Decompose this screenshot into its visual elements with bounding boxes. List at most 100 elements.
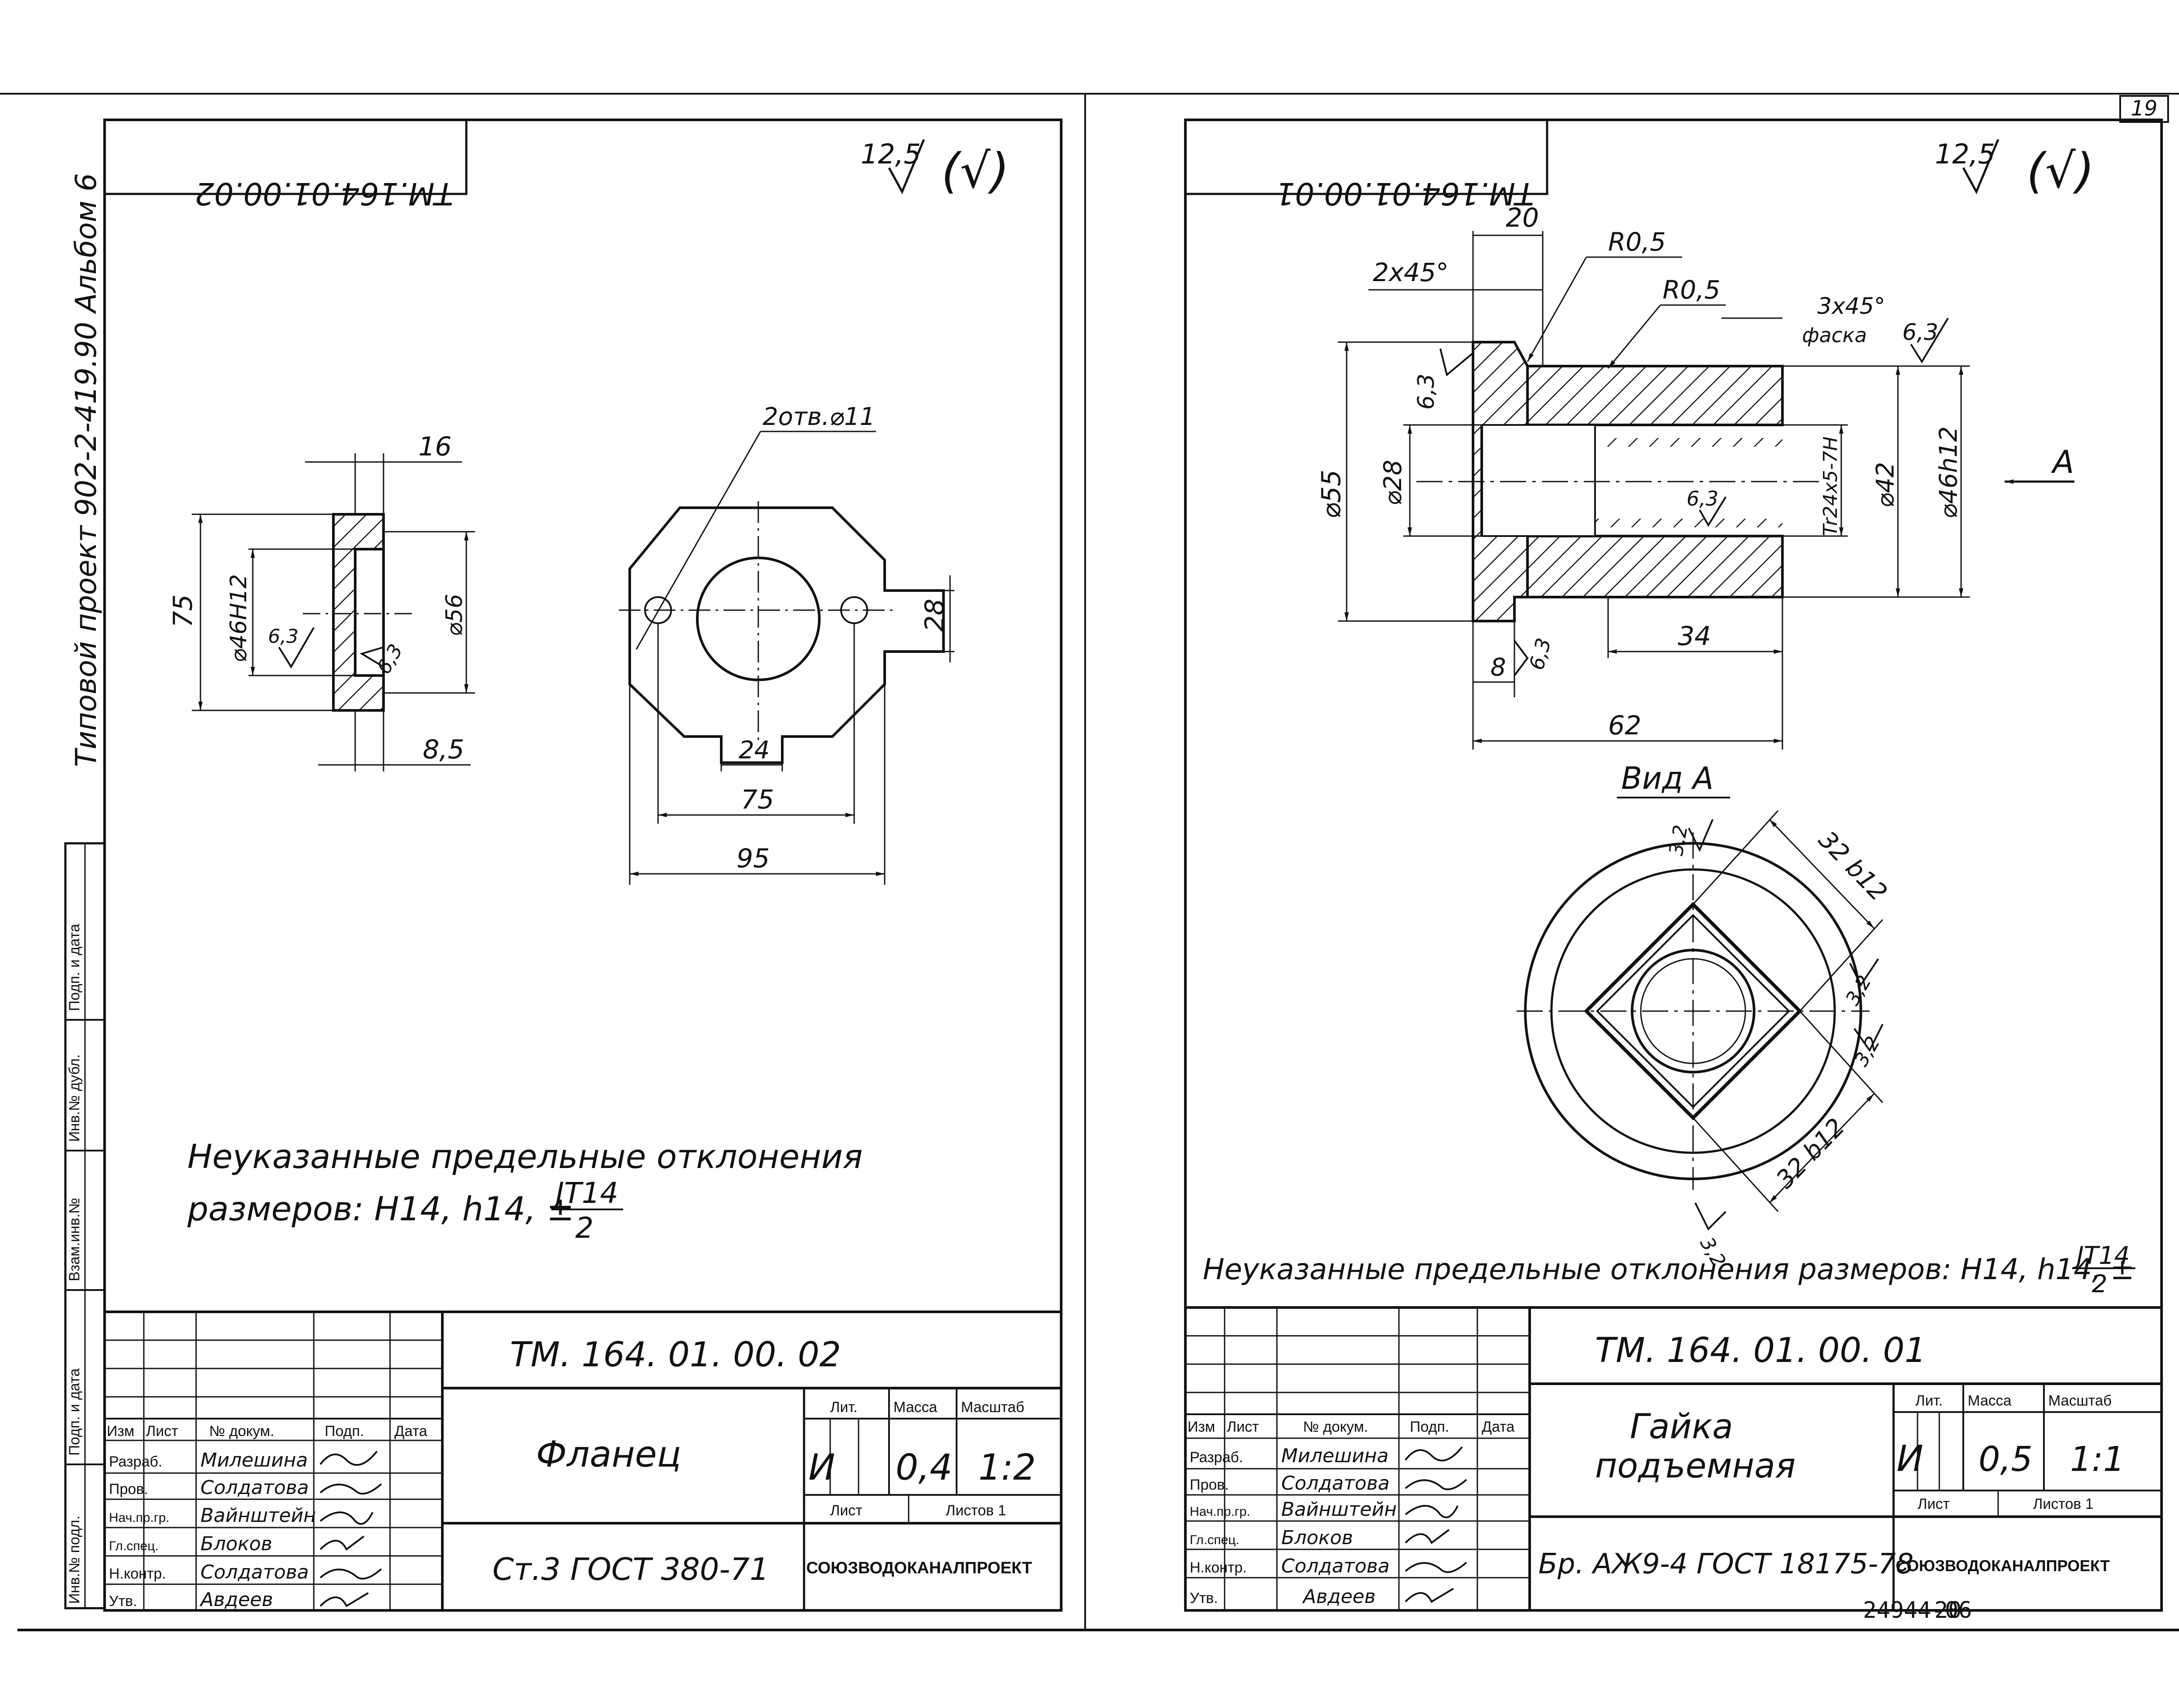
roughness-6-3: 6,3 (1413, 374, 1439, 410)
title-material: Бр. АЖ9-4 ГОСТ 18175-78 (1538, 1548, 1914, 1580)
sheet-label: Лист (830, 1502, 862, 1519)
dim-62: 62 (1608, 710, 1641, 741)
dim-r05: R0,5 (1608, 227, 1666, 257)
dim-24: 24 (739, 736, 770, 764)
sheet-number-box (2119, 95, 2169, 123)
roughness-value: 12,5 (861, 138, 921, 170)
roughness-paren: (√) (2026, 143, 2094, 199)
right-code-box (1184, 119, 1548, 195)
person-name: Милешина (200, 1449, 308, 1471)
title-code: ТМ. 164. 01. 00. 01 (1595, 1331, 1926, 1370)
view-a-marker: A (2051, 444, 2074, 480)
person-name: Авдеев (1302, 1586, 1376, 1608)
role-label: Утв. (1190, 1590, 1218, 1606)
right-roughness-general: 12,5 (√) (1935, 138, 2094, 199)
scale-label: Масштаб (2048, 1392, 2111, 1409)
lit-value: И (808, 1447, 835, 1488)
dim-od: ⌀56 (441, 594, 468, 636)
dim-34: 34 (1678, 621, 1711, 652)
note-fraction-den: 2 (2092, 1270, 2108, 1298)
person-name: Солдатова (1281, 1555, 1390, 1577)
title-name: Гайка (1630, 1407, 1733, 1447)
roughness-value: 12,5 (1935, 138, 1995, 170)
roughness-3-2: 3,2 (1850, 1032, 1884, 1070)
note-line: Неуказанные предельные отклонения размер… (1203, 1253, 2135, 1286)
col-header: № докум. (1303, 1419, 1368, 1435)
person-name: Вайнштейн (1281, 1498, 1397, 1521)
roughness-3-2: 3,2 (1841, 971, 1876, 1009)
col-header: Лист (146, 1423, 178, 1440)
person-name: Солдатова (1281, 1472, 1390, 1494)
dim-chamfer-2x45: 2x45° (1373, 258, 1449, 287)
person-name: Солдатова (200, 1561, 309, 1583)
dim-75: 75 (168, 594, 198, 628)
dim-thread: Tr24x5-7H (1819, 436, 1842, 536)
side-stamp-strip: Инв.№ подл. Подп. и дата Взам.инв.№ Инв.… (64, 842, 106, 1610)
left-title-block: Изм Лист № докум. Подп. Дата Разраб. Про… (103, 1311, 1062, 1612)
dim-chamfer-3x45: 3x45° (1817, 293, 1885, 319)
person-name: Блоков (200, 1533, 272, 1555)
dim-20: 20 (1506, 203, 1539, 233)
role-label: Гл.спец. (1190, 1533, 1239, 1547)
role-label: Разраб. (109, 1453, 162, 1470)
dim-28: 28 (920, 599, 950, 632)
view-a-label: Вид А (1621, 761, 1714, 796)
dim-32b12: 32 b12 (1813, 826, 1893, 907)
col-header: Дата (394, 1423, 427, 1440)
mass-value: 0,4 (896, 1447, 952, 1488)
scale-value: 1:1 (2070, 1440, 2125, 1479)
scale-label: Масштаб (961, 1399, 1024, 1416)
role-label: Пров. (1190, 1477, 1229, 1493)
note-fraction-den: 2 (575, 1211, 594, 1245)
flange-front-view: 2отв.⌀11 28 24 75 95 (619, 403, 954, 885)
scale-value: 1:2 (978, 1447, 1036, 1488)
sheets-label: Листов 1 (2033, 1496, 2094, 1512)
title-name: Фланец (536, 1434, 681, 1475)
left-roughness-general: 12,5 (√) (861, 138, 1009, 199)
sheets-label: Листов 1 (946, 1502, 1006, 1519)
note-fraction-num: JT14 (551, 1176, 618, 1210)
role-label: Гл.спец. (109, 1539, 159, 1553)
role-label: Разраб. (1190, 1449, 1243, 1466)
role-label: Пров. (109, 1481, 148, 1497)
dim-75: 75 (741, 784, 774, 815)
signatures (319, 1450, 382, 1607)
roughness-paren: (√) (941, 143, 1009, 199)
person-name: Солдатова (200, 1477, 309, 1499)
stamp-label: Инв.№ дубл. (66, 1054, 83, 1142)
lit-label: Лит. (830, 1399, 858, 1416)
sheet-label: Лист (1918, 1496, 1950, 1512)
col-header: Изм (1188, 1419, 1215, 1435)
roughness-3-2: 3,2 (1665, 823, 1692, 857)
role-label: Н.контр. (1190, 1559, 1247, 1576)
left-code-rotated: ТМ.164.01.00.02 (195, 176, 453, 211)
dim-8-5: 8,5 (423, 734, 464, 765)
dim-95: 95 (737, 843, 770, 874)
col-header: Изм (107, 1423, 134, 1440)
company-name: СОЮЗВОДОКАНАЛПРОЕКТ (1896, 1557, 2110, 1575)
dim-d28: ⌀28 (1379, 460, 1407, 506)
roughness-6-3: 6,3 (1687, 487, 1718, 510)
right-tolerance-note: Неуказанные предельные отклонения размер… (1203, 1242, 2135, 1298)
role-label: Нач.пр.гр. (1190, 1504, 1250, 1519)
col-header: Лист (1227, 1419, 1259, 1435)
mass-value: 0,5 (1979, 1440, 2033, 1479)
col-header: Подп. (1410, 1419, 1449, 1435)
right-code-rotated: ТМ.164.01.00.01 (1276, 176, 1534, 211)
col-header: Подп. (325, 1423, 364, 1440)
col-header: № докум. (209, 1423, 274, 1440)
side-title: Типовой проект 902-2-419.90 Альбом 6 (69, 173, 103, 767)
flange-side-view: 75 ⌀46H12 ⌀56 16 8,5 6,3 6,3 (168, 431, 475, 771)
person-name: Вайнштейн (200, 1504, 316, 1527)
lit-label: Лит. (1915, 1392, 1943, 1409)
roughness-6-3: 6,3 (1524, 635, 1555, 672)
lit-value: И (1897, 1438, 1923, 1480)
note-fraction-num: JT14 (2072, 1242, 2130, 1270)
roughness-6-3: 6,3 (268, 625, 299, 648)
role-label: Нач.пр.гр. (109, 1511, 170, 1525)
company-name: СОЮЗВОДОКАНАЛПРОЕКТ (806, 1559, 1032, 1577)
dim-16: 16 (418, 431, 451, 462)
roughness-6-3: 6,3 (1902, 319, 1938, 346)
left-tolerance-note: Неуказанные предельные отклонения размер… (187, 1137, 863, 1245)
